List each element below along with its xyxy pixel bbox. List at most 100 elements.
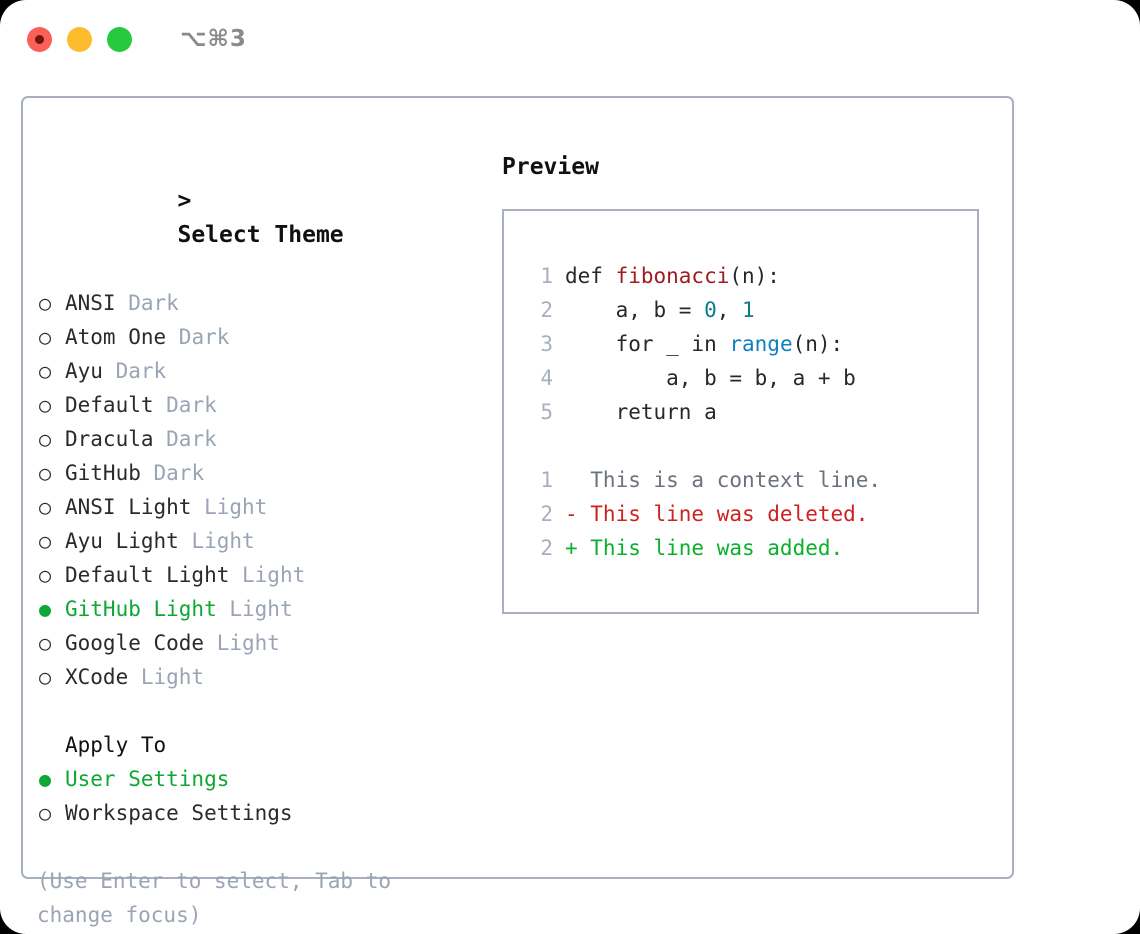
diff-sample: 1 This is a context line. 2 - This line wa… <box>504 463 977 565</box>
code-token: range <box>729 332 793 356</box>
theme-list-item[interactable]: ○ Dracula Dark <box>39 422 494 456</box>
radio-unselected-icon: ○ <box>39 359 52 383</box>
close-button[interactable] <box>27 26 52 52</box>
diff-line: 2 + This line was added. <box>504 531 977 565</box>
main-panel: > Select Theme ○ANSI Dark○Atom One Dark○… <box>21 96 1014 927</box>
code-text: a, b = 0, 1 <box>565 293 755 327</box>
theme-name: Default Light <box>65 563 243 587</box>
code-token: , <box>716 298 743 322</box>
code-line: 3 for _ in range(n): <box>504 327 977 361</box>
line-number: 2 <box>540 502 553 526</box>
theme-variant-tag: Dark <box>115 359 167 383</box>
radio-unselected-icon: ○ <box>39 665 52 689</box>
radio-unselected-icon: ○ <box>39 427 52 451</box>
code-token: a, b = <box>565 298 705 322</box>
code-token: def <box>565 264 616 288</box>
theme-variant-tag: Light <box>242 563 306 587</box>
theme-list-item[interactable]: ○ Ayu Light Light <box>39 524 494 558</box>
theme-name: GitHub Light <box>65 597 230 621</box>
diff-text: This is a context line. <box>565 468 882 492</box>
theme-list-item[interactable]: ○XCode Light <box>39 660 494 694</box>
code-text: for _ in range(n): <box>565 327 844 361</box>
radio-unselected-icon: ○ <box>39 801 52 825</box>
code-text: a, b = b, a + b <box>565 361 856 395</box>
line-number: 4 <box>540 366 553 390</box>
code-line: 4 a, b = b, a + b <box>504 361 977 395</box>
radio-unselected-icon: ○ <box>39 529 52 553</box>
radio-unselected-icon: ○ <box>39 461 52 485</box>
radio-unselected-icon: ○ <box>39 631 52 655</box>
theme-list-item[interactable]: ○Default Dark <box>39 388 494 422</box>
preview-heading: Preview <box>502 154 599 180</box>
keyboard-shortcut-label: ⌥⌘3 <box>180 26 247 52</box>
code-line: 5 return a <box>504 395 977 429</box>
theme-list-item[interactable]: ○ Ayu Dark <box>39 354 494 388</box>
apply-to-option[interactable]: ● User Settings <box>39 762 494 796</box>
radio-unselected-icon: ○ <box>39 563 52 587</box>
radio-selected-icon: ● <box>39 767 52 791</box>
radio-unselected-icon: ○ <box>39 291 52 315</box>
theme-name: Ayu <box>65 359 116 383</box>
theme-list-item[interactable]: ● GitHub Light Light <box>39 592 494 626</box>
theme-variant-tag: Light <box>191 529 255 553</box>
title-bar: ⌥⌘3 <box>0 0 1140 78</box>
select-theme-heading: > Select Theme <box>39 150 494 286</box>
radio-unselected-icon: ○ <box>39 393 52 417</box>
code-token: 1 <box>742 298 755 322</box>
code-token: for _ in <box>565 332 730 356</box>
theme-variant-tag: Light <box>229 597 293 621</box>
theme-name: Dracula <box>65 427 167 451</box>
radio-selected-icon: ● <box>39 597 52 621</box>
theme-list-item[interactable]: ○ GitHub Dark <box>39 456 494 490</box>
theme-list-item[interactable]: ○ Google Code Light <box>39 626 494 660</box>
diff-text: + This line was added. <box>565 536 844 560</box>
theme-name: GitHub <box>65 461 154 485</box>
code-token: a, b = b, a + b <box>565 366 856 390</box>
theme-name: Ayu Light <box>65 529 192 553</box>
line-number: 1 <box>540 264 553 288</box>
theme-list-item[interactable]: ○ ANSI Dark <box>39 286 494 320</box>
code-token: 0 <box>704 298 717 322</box>
window-controls <box>27 26 132 52</box>
maximize-button[interactable] <box>107 26 132 52</box>
code-token: fibonacci <box>615 264 730 288</box>
code-token: (n): <box>792 332 844 356</box>
theme-variant-tag: Dark <box>128 291 179 315</box>
apply-to-option[interactable]: ○Workspace Settings <box>39 796 494 830</box>
theme-name: Google Code <box>65 631 217 655</box>
theme-variant-tag: Light <box>204 495 268 519</box>
theme-variant-tag: Dark <box>166 393 217 417</box>
code-text: def fibonacci(n): <box>565 259 780 293</box>
theme-list-item[interactable]: ○ Default Light Light <box>39 558 494 592</box>
code-text: return a <box>565 395 717 429</box>
code-line: 2 a, b = 0, 1 <box>504 293 977 327</box>
theme-list-item[interactable]: ○ ANSI Light Light <box>39 490 494 524</box>
theme-variant-tag: Dark <box>178 325 230 349</box>
radio-unselected-icon: ○ <box>39 325 52 349</box>
line-number: 1 <box>540 468 553 492</box>
theme-name: ANSI <box>65 291 129 315</box>
theme-name: XCode <box>65 665 141 689</box>
theme-list-item[interactable]: ○ Atom One Dark <box>39 320 494 354</box>
theme-variant-tag: Light <box>216 631 280 655</box>
theme-name: ANSI Light <box>65 495 205 519</box>
diff-line: 1 This is a context line. <box>504 463 977 497</box>
theme-picker-column: > Select Theme ○ANSI Dark○Atom One Dark○… <box>37 150 494 932</box>
radio-unselected-icon: ○ <box>39 495 52 519</box>
code-token: (n): <box>729 264 780 288</box>
minimize-button[interactable] <box>67 26 92 52</box>
apply-to-heading: Apply To <box>65 733 167 757</box>
diff-text: - This line was deleted. <box>565 502 869 526</box>
theme-variant-tag: Dark <box>166 427 217 451</box>
theme-name: Atom One <box>65 325 179 349</box>
line-number: 5 <box>540 400 553 424</box>
code-diff-spacer <box>504 429 977 463</box>
theme-variant-tag: Dark <box>153 461 205 485</box>
keyboard-hint: (Use Enter to select, Tab to change focu… <box>37 869 404 927</box>
line-number: 2 <box>540 298 553 322</box>
line-number: 2 <box>540 536 553 560</box>
apply-to-label: User Settings <box>65 767 230 791</box>
